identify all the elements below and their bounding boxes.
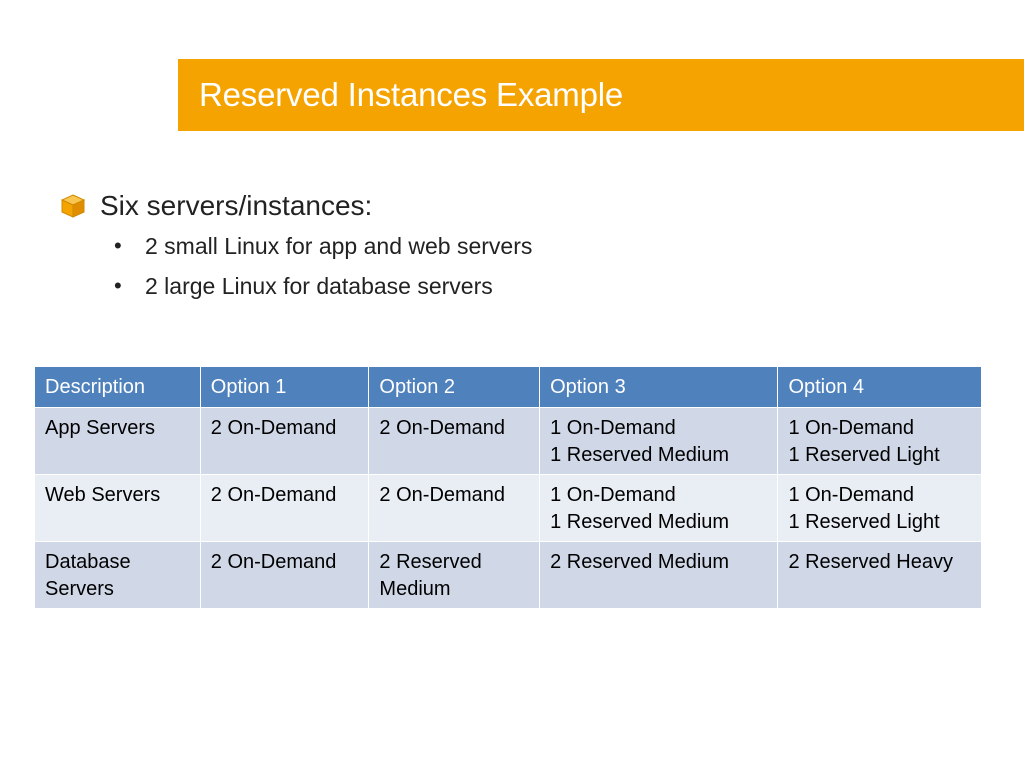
cell-option-1: 2 On-Demand bbox=[199, 407, 370, 475]
cell-text: Web Servers bbox=[45, 484, 161, 506]
cell-text: 2 Reserved Medium bbox=[550, 551, 730, 573]
cell-text: 2 On-Demand bbox=[379, 417, 506, 439]
cell-option-4: 1 On-Demand 1 Reserved Light bbox=[777, 407, 982, 475]
column-header-option-4: Option 4 bbox=[777, 366, 982, 408]
cell-option-3: 1 On-Demand 1 Reserved Medium bbox=[539, 407, 779, 475]
cell-text: 1 On-Demand bbox=[788, 484, 915, 506]
cell-option-1: 2 On-Demand bbox=[199, 541, 370, 609]
cell-text: 1 Reserved Medium bbox=[550, 444, 730, 466]
cell-text: 1 On-Demand bbox=[550, 484, 676, 506]
table-header-row: Description Option 1 Option 2 Option 3 O… bbox=[34, 366, 982, 408]
cell-option-2: 2 Reserved Medium bbox=[368, 541, 541, 609]
table-row: App Servers 2 On-Demand 2 On-Demand 1 On… bbox=[34, 407, 982, 475]
bullet-sub-item: • 2 small Linux for app and web servers bbox=[114, 226, 960, 266]
bullet-main: Six servers/instances: bbox=[60, 186, 960, 226]
column-header-description: Description bbox=[34, 366, 201, 408]
bullet-dot: • bbox=[114, 233, 122, 258]
bullet-sub-item: • 2 large Linux for database servers bbox=[114, 266, 960, 306]
cell-text: 2 Reserved Medium bbox=[379, 551, 482, 600]
cell-text: 2 On-Demand bbox=[379, 484, 506, 506]
cell-text: 2 On-Demand bbox=[210, 551, 337, 573]
cell-option-4: 2 Reserved Heavy bbox=[777, 541, 982, 609]
cell-text: 1 Reserved Light bbox=[788, 511, 940, 533]
cell-description: Web Servers bbox=[34, 474, 201, 542]
bullet-list: Six servers/instances: • 2 small Linux f… bbox=[60, 186, 960, 306]
cell-option-1: 2 On-Demand bbox=[199, 474, 370, 542]
cell-text: 1 Reserved Medium bbox=[550, 511, 730, 533]
cell-description: App Servers bbox=[34, 407, 201, 475]
cell-option-2: 2 On-Demand bbox=[368, 407, 541, 475]
bullet-sub-text: 2 large Linux for database servers bbox=[145, 272, 493, 299]
column-header-option-2: Option 2 bbox=[368, 366, 541, 408]
cube-icon bbox=[60, 193, 86, 219]
cell-option-2: 2 On-Demand bbox=[368, 474, 541, 542]
bullet-sub-text: 2 small Linux for app and web servers bbox=[145, 232, 533, 259]
cell-option-3: 1 On-Demand 1 Reserved Medium bbox=[539, 474, 779, 542]
slide-title: Reserved Instances Example bbox=[199, 76, 624, 113]
column-header-option-3: Option 3 bbox=[539, 366, 779, 408]
cell-option-3: 2 Reserved Medium bbox=[539, 541, 779, 609]
table-row: Web Servers 2 On-Demand 2 On-Demand 1 On… bbox=[34, 474, 982, 542]
cell-text: 1 On-Demand bbox=[788, 417, 915, 439]
cell-text: App Servers bbox=[45, 417, 156, 439]
bullet-dot: • bbox=[114, 273, 122, 298]
cell-description: Database Servers bbox=[34, 541, 201, 609]
bullet-main-text: Six servers/instances: bbox=[100, 190, 373, 221]
cell-text: Database Servers bbox=[45, 551, 131, 600]
cell-text: 2 On-Demand bbox=[210, 484, 337, 506]
table-row: Database Servers 2 On-Demand 2 Reserved … bbox=[34, 541, 982, 609]
column-header-option-1: Option 1 bbox=[199, 366, 370, 408]
cell-text: 1 Reserved Light bbox=[788, 444, 940, 466]
options-table: Description Option 1 Option 2 Option 3 O… bbox=[34, 366, 982, 609]
title-bar: Reserved Instances Example bbox=[178, 59, 1024, 131]
cell-text: 1 On-Demand bbox=[550, 417, 676, 439]
cell-text: 2 On-Demand bbox=[210, 417, 337, 439]
cell-option-4: 1 On-Demand 1 Reserved Light bbox=[777, 474, 982, 542]
cell-text: 2 Reserved Heavy bbox=[788, 551, 953, 573]
